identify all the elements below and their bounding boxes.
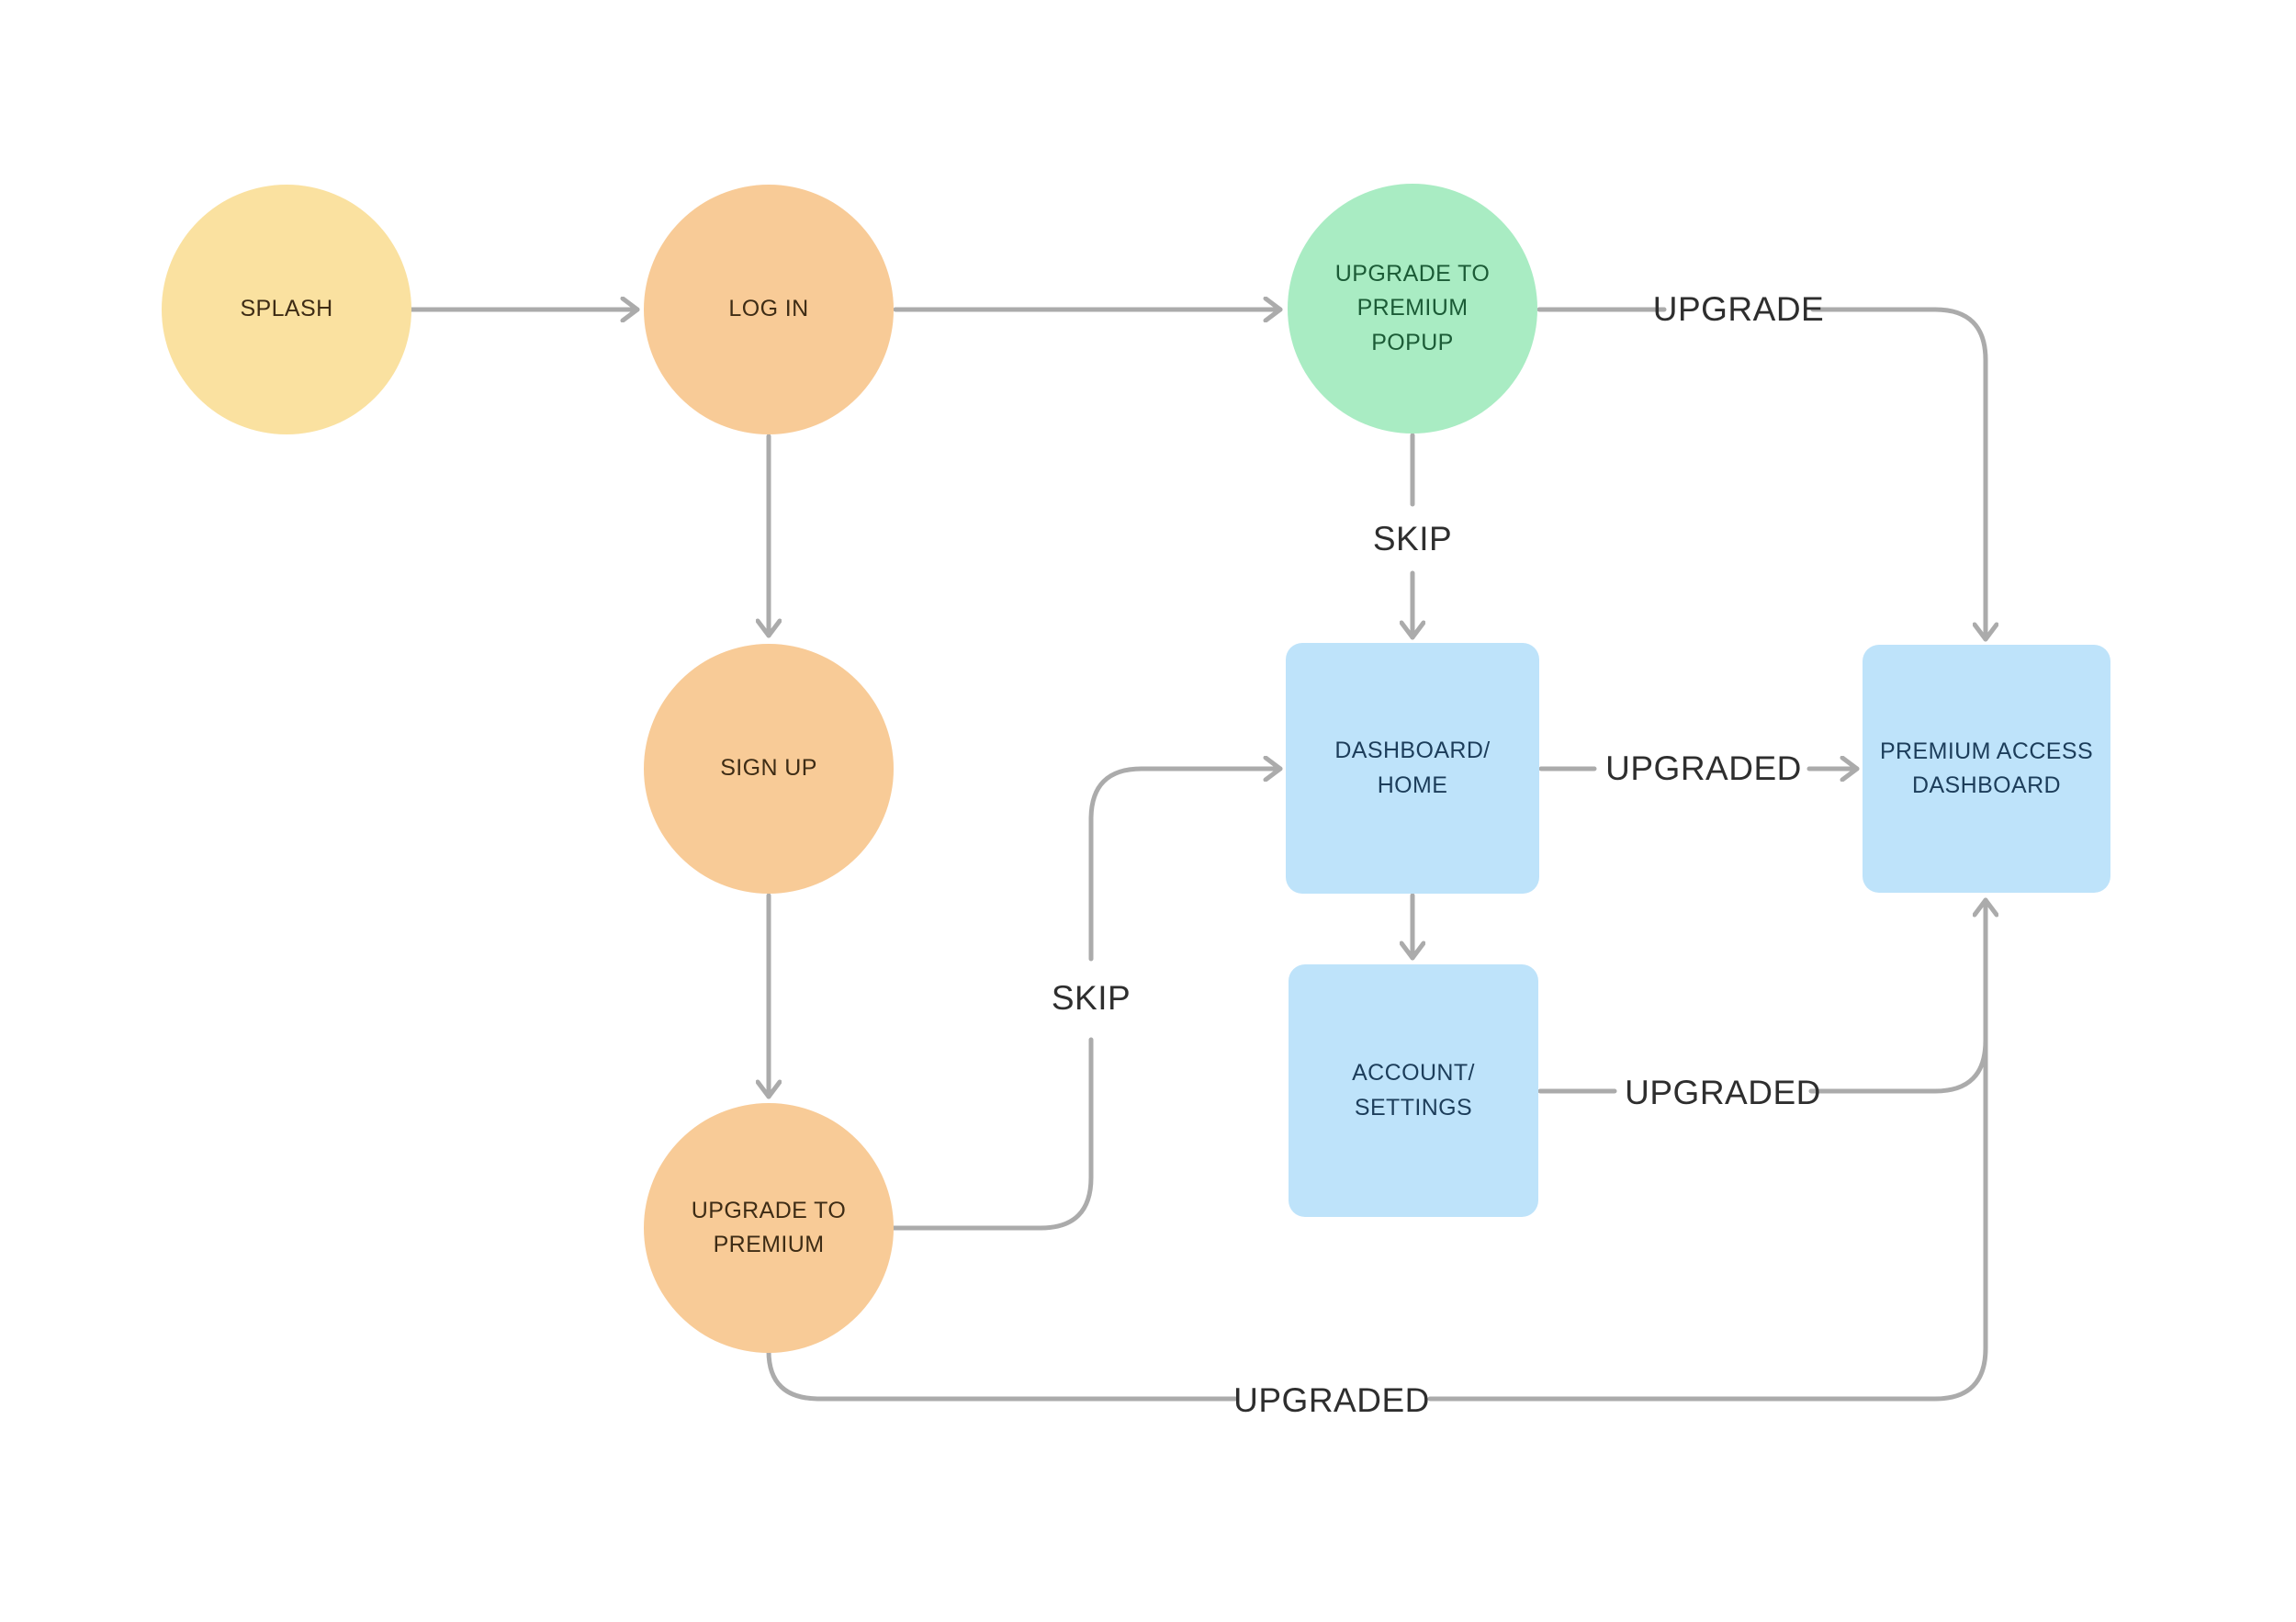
edge-upgrade-dashboard-a (891, 1037, 1094, 1231)
node-premium-access-dashboard[interactable]: PREMIUM ACCESS DASHBOARD (1863, 645, 2110, 893)
node-upgrade-to-premium[interactable]: UPGRADE TO PREMIUM (644, 1103, 894, 1353)
edge-popup-premium-b (1810, 307, 1986, 642)
node-splash[interactable]: SPLASH (162, 185, 411, 434)
node-sign-up-label: SIGN UP (720, 755, 817, 782)
node-upgrade-to-premium-popup[interactable]: UPGRADE TO PREMIUM POPUP (1288, 184, 1537, 434)
node-account-settings[interactable]: ACCOUNT/ SETTINGS (1289, 964, 1538, 1217)
edge-label-upgraded-dashboard-to-premium[interactable]: UPGRADED (1605, 749, 1802, 787)
node-upgrade-to-premium-popup-label: UPGRADE TO PREMIUM POPUP (1334, 260, 1491, 355)
edge-label-skip-popup-to-dashboard[interactable]: SKIP (1372, 520, 1453, 558)
node-log-in[interactable]: LOG IN (644, 185, 894, 434)
node-upgrade-to-premium-label: UPGRADE TO PREMIUM (691, 1197, 847, 1258)
edge-account-premium-b (1808, 897, 1986, 1094)
node-dashboard-home[interactable]: DASHBOARD/ HOME (1286, 643, 1539, 894)
node-dashboard-home-label: DASHBOARD/ HOME (1334, 738, 1491, 798)
edge-label-upgraded-upgrade-to-premium[interactable]: UPGRADED (1233, 1381, 1430, 1419)
edge-upgrade-premium-b (1427, 1038, 1988, 1402)
node-sign-up[interactable]: SIGN UP (644, 644, 894, 894)
edge-label-upgraded-account-to-premium[interactable]: UPGRADED (1625, 1074, 1821, 1111)
node-account-settings-label: ACCOUNT/ SETTINGS (1352, 1060, 1475, 1121)
node-premium-access-dashboard-label: PREMIUM ACCESS DASHBOARD (1879, 738, 2094, 799)
node-splash-label: SPLASH (240, 296, 333, 322)
edge-label-skip-upgrade-to-dashboard[interactable]: SKIP (1051, 979, 1131, 1017)
node-log-in-label: LOG IN (728, 296, 809, 322)
edge-label-upgrade-popup-to-premium[interactable]: UPGRADE (1652, 290, 1825, 328)
edge-upgrade-premium-a (766, 1348, 1238, 1402)
edge-upgrade-dashboard-b (1088, 769, 1283, 962)
